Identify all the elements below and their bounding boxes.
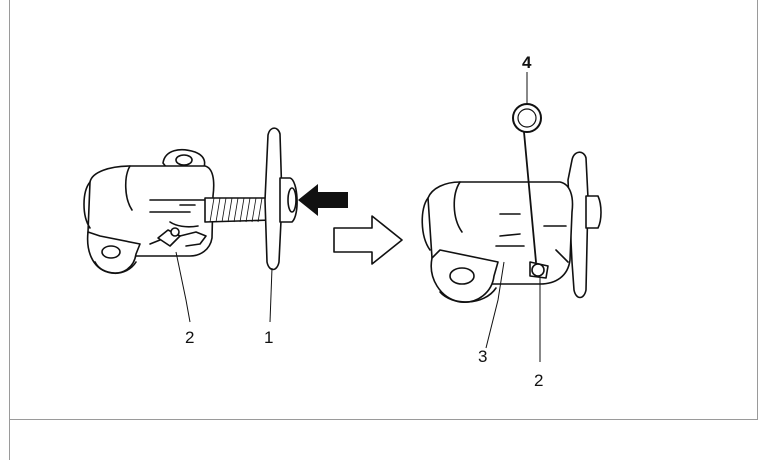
callout-right-pin: 2 bbox=[534, 371, 543, 390]
ring-pin-icon bbox=[512, 103, 542, 133]
frame-bottom-border bbox=[9, 419, 758, 420]
push-arrow-icon bbox=[298, 184, 348, 216]
callout-left-plunger: 1 bbox=[264, 328, 273, 347]
frame-right-border bbox=[757, 0, 758, 420]
left-tensioner-assembly bbox=[83, 127, 348, 323]
callout-left-pin: 2 bbox=[185, 328, 194, 347]
frame-left-border bbox=[9, 0, 10, 460]
callout-right-ring: 4 bbox=[522, 53, 532, 72]
right-tensioner-assembly bbox=[421, 72, 602, 362]
callout-right-body: 3 bbox=[478, 347, 487, 366]
next-step-arrow-icon bbox=[333, 215, 403, 265]
